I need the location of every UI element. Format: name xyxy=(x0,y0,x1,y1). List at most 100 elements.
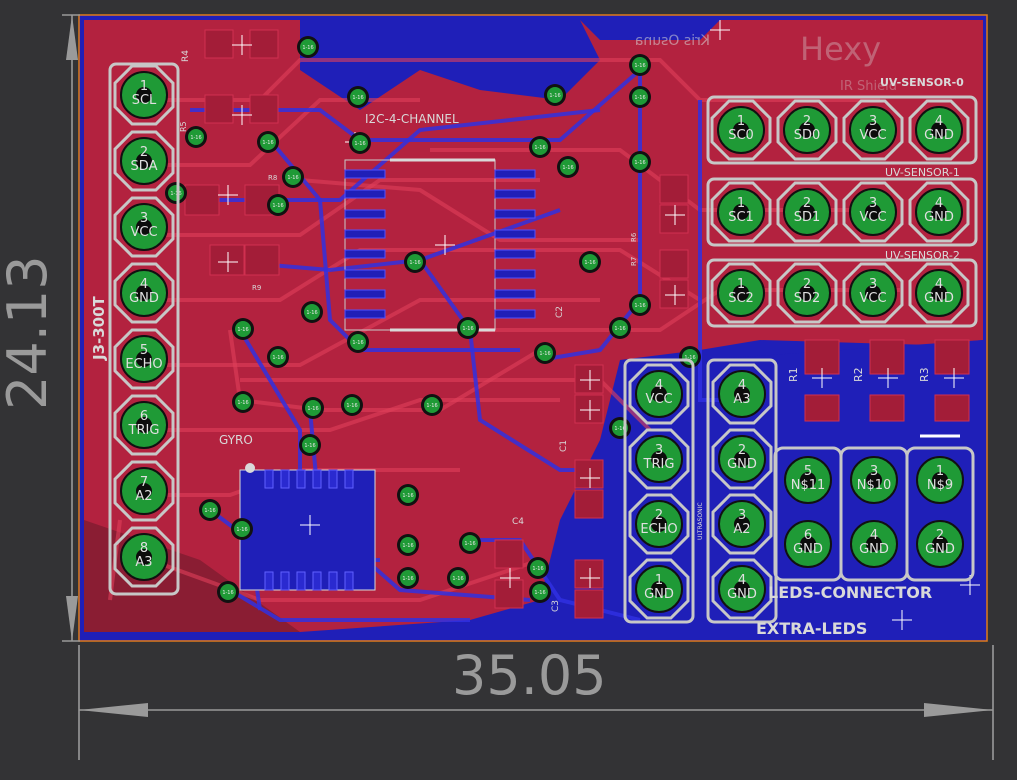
via xyxy=(235,394,251,410)
r9-label: R9 xyxy=(252,284,261,292)
via-label: 1-16 xyxy=(452,576,463,582)
smd-pad xyxy=(494,579,524,609)
through-hole-pad: 1N$9 xyxy=(916,456,964,504)
ic-pin xyxy=(312,469,322,489)
height-dimension: 24.13 xyxy=(0,255,59,410)
r2-label: R2 xyxy=(852,367,865,382)
pin1-marker xyxy=(245,463,255,473)
ic-pin xyxy=(344,209,386,219)
pin-name: SD2 xyxy=(794,291,821,306)
pin-number: 1 xyxy=(737,277,745,292)
through-hole-pad: 5N$11 xyxy=(784,456,832,504)
via xyxy=(352,135,368,151)
origin-cross xyxy=(812,368,832,388)
via-label: 1-16 xyxy=(170,191,181,197)
ic-pin xyxy=(328,571,338,591)
via-label: 1-16 xyxy=(306,310,317,316)
via xyxy=(202,502,218,518)
ic-pin xyxy=(494,209,536,219)
through-hole-pad: 3N$10 xyxy=(850,456,898,504)
pin-name: GND xyxy=(793,542,823,557)
origin-cross xyxy=(500,568,520,588)
pin-number: 5 xyxy=(804,464,812,479)
via xyxy=(235,321,251,337)
pin-number: 4 xyxy=(738,573,746,588)
smd-pad xyxy=(659,204,689,234)
ic-pin xyxy=(264,469,274,489)
r4-label: R4 xyxy=(181,50,191,62)
origin-cross xyxy=(892,610,912,630)
led-connector-outline xyxy=(905,446,975,582)
uv1-label: UV-SENSOR-1 xyxy=(885,166,960,179)
r8-label: R8 xyxy=(268,174,277,182)
smd-pad xyxy=(494,539,524,569)
author-label: Kris Osuna xyxy=(635,33,710,49)
pin-name: N$10 xyxy=(857,478,892,493)
pin-number: 2 xyxy=(803,114,811,129)
origin-cross xyxy=(580,400,600,420)
pin-number: 4 xyxy=(935,196,943,211)
gyro-ic xyxy=(239,469,376,591)
origin-cross xyxy=(878,368,898,388)
via-label: 1-16 xyxy=(222,590,233,596)
ic-pin xyxy=(494,269,536,279)
smd-pad xyxy=(934,394,970,422)
r1-label: R1 xyxy=(787,367,800,382)
uv-sensor-outline xyxy=(706,95,978,165)
uv0-label: UV-SENSOR-0 xyxy=(880,76,964,89)
pin-number: 8 xyxy=(140,541,148,556)
via xyxy=(632,297,648,313)
via-label: 1-16 xyxy=(534,590,545,596)
via xyxy=(302,437,318,453)
via-label: 1-16 xyxy=(352,340,363,346)
via xyxy=(632,57,648,73)
pin-number: 7 xyxy=(140,475,148,490)
smd-pad xyxy=(934,339,970,375)
ic-pin xyxy=(494,229,536,239)
pin-name: GND xyxy=(925,542,955,557)
pin-number: 2 xyxy=(936,528,944,543)
smd-pad xyxy=(209,244,245,276)
pin-name: N$9 xyxy=(927,478,953,493)
pin-name: N$11 xyxy=(791,478,826,493)
via-label: 1-16 xyxy=(352,95,363,101)
logo-title: Hexy xyxy=(800,30,881,68)
uv-sensor-outline xyxy=(706,177,978,247)
through-hole-pad: 8A3 xyxy=(113,526,175,588)
smd-pad xyxy=(574,364,604,394)
pin-name: SC2 xyxy=(728,291,754,306)
pin-number: 3 xyxy=(869,277,877,292)
pin-number: 6 xyxy=(140,409,148,424)
smd-pad xyxy=(574,559,604,589)
origin-cross xyxy=(232,105,252,125)
pin-name: A2 xyxy=(135,489,152,504)
logo-sub: IR Shield xyxy=(840,79,897,94)
via xyxy=(632,89,648,105)
via-label: 1-16 xyxy=(684,355,695,361)
via xyxy=(532,139,548,155)
via-label: 1-16 xyxy=(614,426,625,432)
pin-number: 3 xyxy=(655,443,663,458)
through-hole-pad: 3A2 xyxy=(711,493,773,555)
via-label: 1-16 xyxy=(204,508,215,514)
pin-name: ECHO xyxy=(640,522,677,537)
pin-name: A2 xyxy=(733,522,750,537)
ic-pin xyxy=(344,169,386,179)
smd-pad xyxy=(869,394,905,422)
pin-number: 2 xyxy=(738,443,746,458)
via-label: 1-16 xyxy=(190,135,201,141)
ic-pin xyxy=(344,189,386,199)
via xyxy=(260,134,276,150)
